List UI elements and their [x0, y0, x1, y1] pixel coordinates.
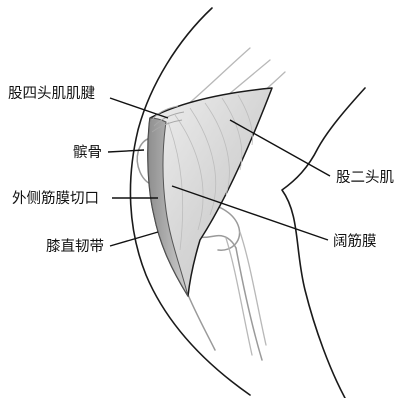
- leader-patellar-ligament: [109, 231, 159, 247]
- leader-patella: [107, 149, 145, 153]
- fascia-fibres: [167, 94, 253, 251]
- leader-fascia-lata: [171, 185, 329, 241]
- leg-outline-back: [281, 87, 366, 398]
- label-biceps-femoris: 股二头肌: [336, 169, 394, 186]
- label-patellar-ligament: 膝直韧带: [46, 238, 104, 255]
- fibula-1: [239, 231, 267, 346]
- fascia-incision-edge: [147, 117, 189, 297]
- fibula-2: [225, 237, 253, 356]
- leg-outline-front: [129, 7, 251, 396]
- label-quadriceps-tendon: 股四头肌肌腱: [8, 85, 95, 102]
- tibia-back: [235, 247, 263, 361]
- label-patella: 髌骨: [73, 144, 102, 161]
- leader-quadriceps-tendon: [109, 97, 169, 119]
- leader-biceps-femoris: [229, 119, 331, 177]
- quadriceps-tendon-fibres: [151, 105, 185, 133]
- label-fascia-lata: 阔筋膜: [333, 233, 377, 250]
- label-lateral-fascia-incision: 外侧筋膜切口: [12, 190, 99, 207]
- fascia-lata-flap: [147, 87, 273, 297]
